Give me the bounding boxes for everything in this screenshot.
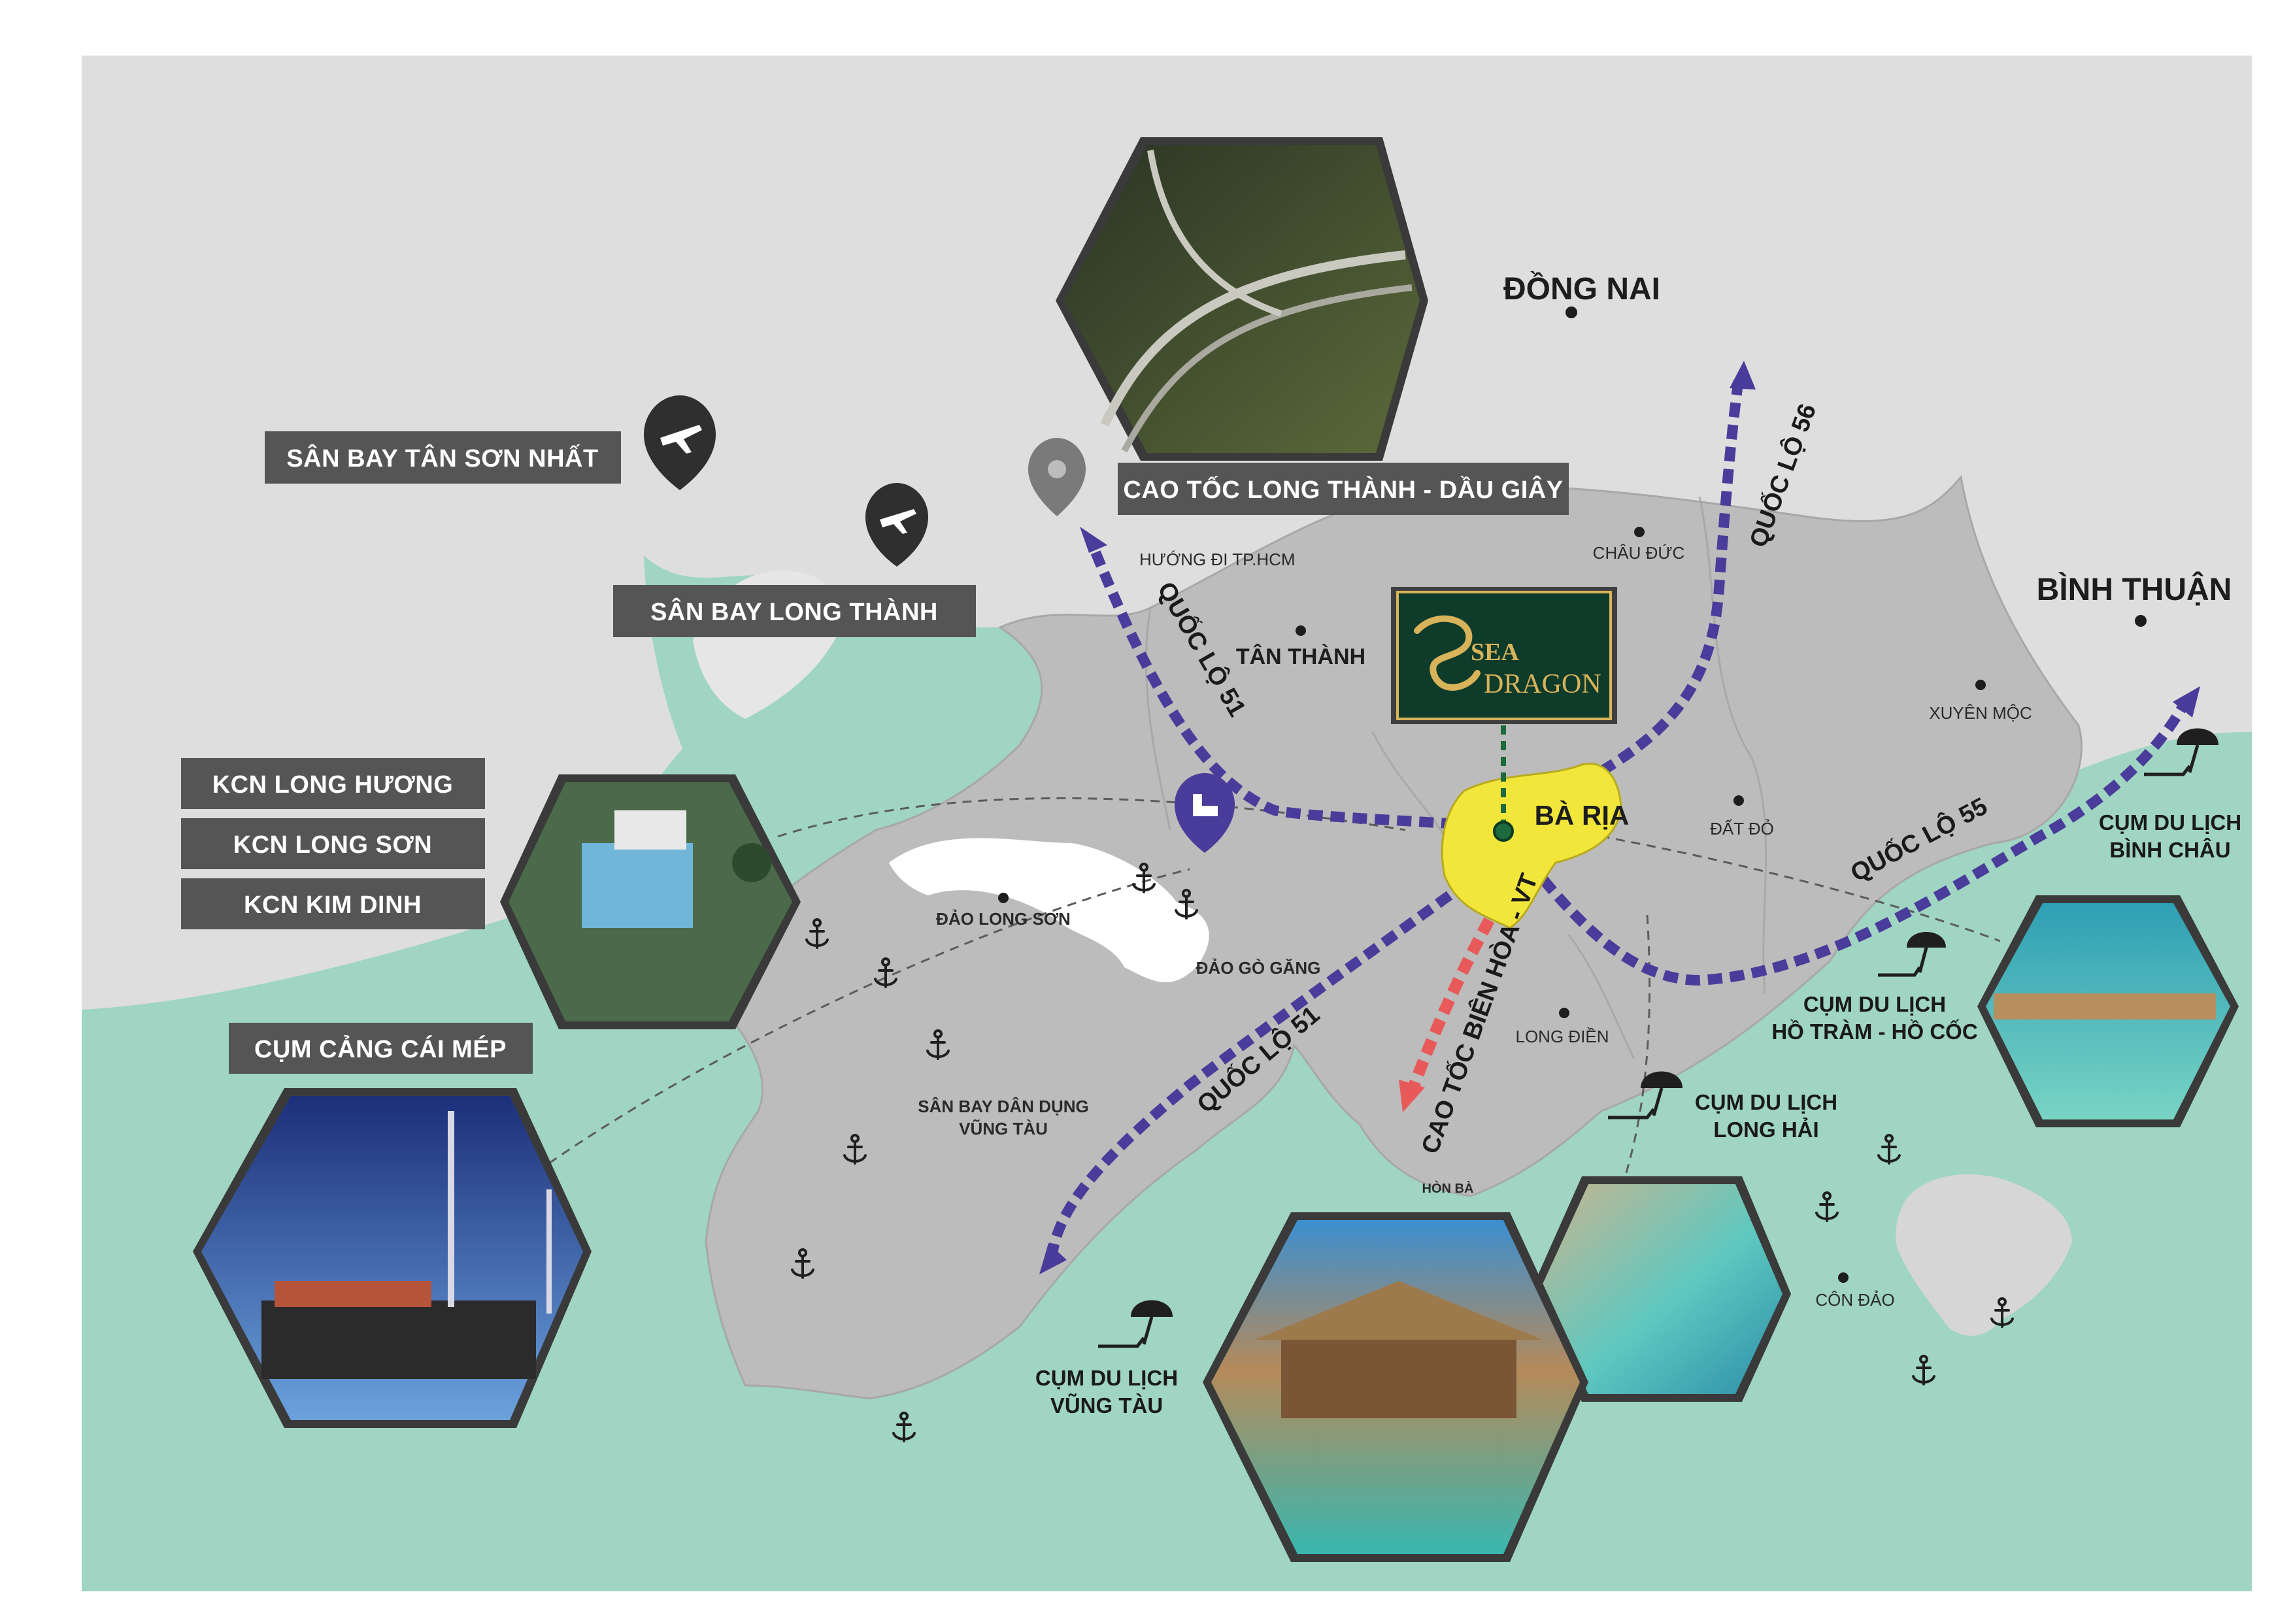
dot-dong-nai <box>1565 307 1577 318</box>
connector-lines <box>548 797 2001 1190</box>
airplane-pin-icon <box>644 395 716 490</box>
place-san-bay-vung-tau-2: VŨNG TÀU <box>959 1119 1048 1138</box>
con-dao-island <box>1896 1174 2072 1336</box>
beach-umbrella-icon <box>1878 932 1946 977</box>
dot-dat-do <box>1733 795 1744 806</box>
arrowhead-ql55 <box>2173 686 2200 718</box>
label-cao-toc-long-thanh: CAO TỐC LONG THÀNH - DẦU GIÂY <box>1123 474 1563 504</box>
dot-dao-long-son <box>998 893 1009 903</box>
dot-binh-thuan <box>2135 615 2147 627</box>
arrowhead-ql51-north <box>1080 527 1107 553</box>
place-dao-go-gang: ĐẢO GÒ GĂNG <box>1196 958 1321 978</box>
airplane-pin-icon <box>865 483 928 567</box>
hex-photo-highway <box>1056 137 1428 461</box>
dragon-icon <box>1414 615 1481 691</box>
hex-photo-port <box>193 1088 592 1428</box>
region-binh-thuan: BÌNH THUẬN <box>2037 571 2232 607</box>
logo-line2: DRAGON <box>1484 669 1601 699</box>
dot-con-dao <box>1838 1272 1849 1283</box>
beach-umbrella-icon <box>1608 1071 1682 1119</box>
anchor-icon <box>874 957 897 988</box>
route-ql55 <box>1525 703 2188 986</box>
arrowhead-cao-toc <box>1399 1080 1425 1112</box>
label-kcn-long-huong: KCN LONG HƯƠNG <box>212 771 454 799</box>
hex-photo-long-hai <box>1530 1176 1791 1402</box>
ba-ria-center <box>1441 763 1622 929</box>
dot-chau-duc <box>1634 527 1645 537</box>
anchor-icon <box>926 1029 950 1060</box>
logo-line1: SEA <box>1471 638 1519 666</box>
label-box-long-thanh-airport: SÂN BAY LONG THÀNH <box>613 585 976 637</box>
label-kcn-kim-dinh: KCN KIM DINH <box>244 891 422 919</box>
label-box-cai-mep: CỤM CẢNG CÁI MÉP <box>229 1023 533 1074</box>
island-white <box>889 838 1209 983</box>
factory-pin-icon <box>1175 773 1235 853</box>
route-ql56 <box>1598 378 1744 776</box>
arrowhead-ql51-south <box>1039 1243 1067 1274</box>
tour-ho-tram-1: CỤM DU LỊCH <box>1803 992 1946 1016</box>
arrowhead-ql56 <box>1730 361 1756 389</box>
tour-long-hai-1: CỤM DU LỊCH <box>1695 1090 1837 1114</box>
anchor-icon <box>1912 1355 1935 1385</box>
place-tan-thanh: TÂN THÀNH <box>1236 644 1365 669</box>
place-hon-ba: HÒN BÀ <box>1422 1180 1474 1196</box>
place-huong-di-hcm: HƯỚNG ĐI TP.HCM <box>1139 550 1296 569</box>
place-dao-long-son: ĐẢO LONG SƠN <box>936 909 1071 929</box>
hex-photo-kcn <box>500 774 801 1029</box>
tour-vung-tau-1: CỤM DU LỊCH <box>1035 1366 1178 1390</box>
label-box-kcn-long-son: KCN LONG SƠN <box>181 818 485 869</box>
place-xuyen-moc: XUYÊN MỘC <box>1929 703 2032 723</box>
anchor-icon <box>1877 1134 1901 1165</box>
route-ql51-south <box>1047 852 1507 1256</box>
place-long-dien: LONG ĐIỀN <box>1515 1027 1609 1046</box>
anchor-icon <box>805 918 829 949</box>
label-kcn-long-son: KCN LONG SƠN <box>233 831 432 859</box>
tour-binh-chau-2: BÌNH CHÂU <box>2109 838 2230 862</box>
route-arrows <box>1047 378 2188 1256</box>
beach-umbrella-icon <box>2144 728 2218 776</box>
beach-umbrella-icon <box>1098 1300 1173 1348</box>
route-arrowheads <box>1039 361 2200 1274</box>
place-dots <box>998 307 2147 1283</box>
label-long-thanh-airport: SÂN BAY LONG THÀNH <box>650 597 938 626</box>
beach-icons <box>1098 728 2218 1348</box>
hex-photo-vung-tau <box>1203 1212 1588 1562</box>
anchor-icons <box>791 863 2014 1442</box>
label-tan-son-nhat: SÂN BAY TÂN SƠN NHẤT <box>286 444 598 472</box>
anchor-icon <box>791 1248 814 1279</box>
label-box-kcn-kim-dinh: KCN KIM DINH <box>181 878 485 929</box>
label-box-tan-son-nhat: SÂN BAY TÂN SƠN NHẤT <box>265 431 621 484</box>
location-pin-icon <box>1028 438 1086 516</box>
region-dong-nai: ĐỒNG NAI <box>1503 271 1660 307</box>
place-chau-duc: CHÂU ĐỨC <box>1593 543 1685 563</box>
label-cai-mep: CỤM CẢNG CÁI MÉP <box>254 1035 507 1063</box>
anchor-icon <box>1132 863 1156 893</box>
anchor-icon <box>892 1412 916 1442</box>
anchor-icon <box>1175 889 1198 920</box>
place-dat-do: ĐẤT ĐỎ <box>1710 818 1774 838</box>
anchor-icon <box>1990 1297 2014 1328</box>
place-san-bay-vung-tau-1: SÂN BAY DÂN DỤNG <box>918 1097 1089 1116</box>
tour-ho-tram-2: HỒ TRÀM - HỒ CỐC <box>1771 1019 1977 1044</box>
place-con-dao: CÔN ĐẢO <box>1815 1290 1894 1310</box>
dot-long-dien <box>1559 1008 1569 1018</box>
place-ba-ria: BÀ RỊA <box>1535 800 1630 831</box>
dot-xuyen-moc <box>1975 680 1986 690</box>
sea-dragon-logo: SEA DRAGON <box>1391 587 1617 724</box>
ba-ria-dot <box>1493 821 1514 842</box>
tour-vung-tau-2: VŨNG TÀU <box>1050 1393 1163 1417</box>
anchor-icon <box>843 1134 867 1165</box>
label-box-cao-toc-long-thanh: CAO TỐC LONG THÀNH - DẦU GIÂY <box>1118 463 1569 515</box>
anchor-icon <box>1815 1191 1839 1222</box>
label-box-kcn-long-huong: KCN LONG HƯƠNG <box>181 758 485 809</box>
route-ql51-north <box>1086 540 1501 832</box>
dot-tan-thanh <box>1296 625 1306 636</box>
tour-binh-chau-1: CỤM DU LỊCH <box>2099 810 2241 835</box>
hex-photo-ho-tram <box>1977 895 2239 1127</box>
tour-long-hai-2: LONG HẢI <box>1713 1118 1818 1142</box>
